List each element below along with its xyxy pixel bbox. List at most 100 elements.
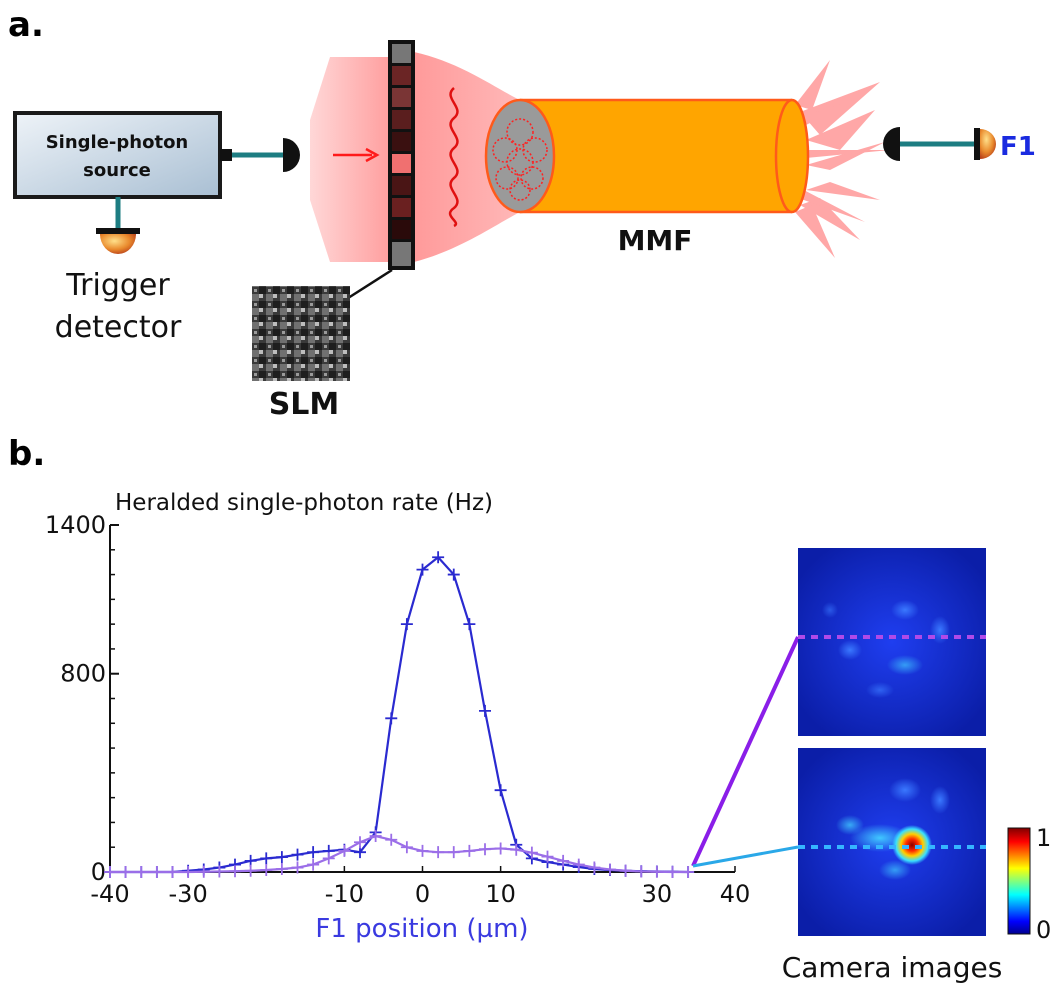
series-line-1 [110,555,689,874]
data-point-marker [479,843,491,856]
data-point-marker [432,846,445,859]
data-point-marker [619,864,632,877]
camera-images-caption: Camera images [782,951,1003,984]
data-point-marker [322,852,335,865]
mmf-label: MMF [618,224,693,257]
multimode-fiber [484,98,810,214]
input-beam [310,57,390,262]
y-tick-group: 0 800 1400 [45,511,119,886]
data-point-marker [260,852,273,865]
data-point-marker [197,865,210,878]
data-point-marker [104,866,116,878]
slm-device [388,40,415,270]
x-tick-label: 40 [720,880,751,908]
y-tick-label: 1400 [45,511,106,539]
data-point-marker [572,858,585,871]
data-point-marker [275,851,288,864]
connector-line-top [691,636,800,867]
x-tick-group: -40 -30 -10 0 10 30 40 [90,866,750,908]
data-point-marker [525,846,538,859]
x-tick-label: -40 [90,880,129,908]
data-point-marker [229,865,241,878]
x-tick-label: 10 [485,880,516,908]
y-tick-label: 800 [60,660,106,688]
camera-image-top [798,548,986,736]
data-point-marker [510,843,523,856]
source-label-line2: source [83,160,151,181]
data-point-marker [447,846,460,859]
colorbar-min-label: 0 [1036,916,1051,944]
data-point-marker [494,842,507,855]
data-point-marker [182,866,195,878]
data-point-marker [682,866,695,878]
single-photon-source: Single-photon source [13,111,232,199]
trigger-detector-icon [96,228,140,254]
trigger-label-line2: detector [55,310,182,345]
data-point-marker [354,836,366,849]
data-point-marker [307,846,320,859]
x-tick-label: 30 [642,880,673,908]
data-point-marker [135,866,148,878]
x-axis-label: F1 position (µm) [315,914,528,944]
data-point-marker [369,830,382,843]
wavefront-icon [448,87,459,228]
y-tick-label: 0 [91,858,106,886]
output-coupler-icon [883,127,900,161]
output-speckle [790,60,890,258]
data-point-marker [588,861,601,874]
chart-title: Heralded single-photon rate (Hz) [115,490,493,516]
chart: Heralded single-photon rate (Hz) -40-30-… [45,490,750,944]
slm-phase-image [252,286,350,381]
data-point-marker [479,704,491,717]
camera-image-bottom [798,748,986,936]
data-point-marker [338,844,351,857]
data-point-marker [432,551,445,564]
f1-detector-label: F1 [1000,132,1036,162]
data-point-marker [463,844,476,857]
data-point-marker [494,784,507,797]
colorbar-max-label: 1 [1036,824,1051,852]
data-point-marker [291,861,304,874]
data-point-marker [650,865,663,878]
slm-leader-line [344,268,393,302]
x-tick-label: 0 [415,880,430,908]
trigger-label-line1: Trigger [65,268,170,303]
data-point-marker [291,848,304,861]
data-point-marker [400,841,413,854]
connector-line-bottom [692,845,799,868]
fiber-coupler-icon [283,138,300,172]
panel-b-label: b. [8,434,45,474]
x-tick-label: -30 [169,880,208,908]
data-point-marker [119,866,132,878]
panel-a-label: a. [8,5,44,45]
data-point-marker [400,618,413,631]
colorbar [1007,827,1031,935]
data-point-marker [557,854,570,867]
data-point-marker [260,864,273,877]
data-point-marker [666,866,679,878]
x-tick-label: -10 [325,880,364,908]
data-point-marker [416,844,429,857]
data-point-marker [385,833,398,846]
data-point-marker [635,865,648,878]
data-point-marker [150,866,163,878]
data-point-marker [447,568,460,581]
data-point-marker [307,858,320,871]
data-point-marker [275,863,288,876]
data-point-marker [604,863,616,876]
f1-detector-icon [974,128,996,160]
data-point-marker [416,563,429,576]
data-point-marker [541,850,554,863]
data-point-marker [385,712,398,725]
beam-direction-arrow-icon [333,147,380,163]
series-group [104,551,695,878]
data-point-marker [244,864,257,877]
slm-label: SLM [269,387,340,422]
series-line-2 [110,834,689,874]
data-point-marker [166,866,179,878]
data-point-marker [463,618,476,631]
source-label-line1: Single-photon [46,132,189,153]
data-point-marker [213,865,226,878]
modulated-beam [414,52,520,262]
